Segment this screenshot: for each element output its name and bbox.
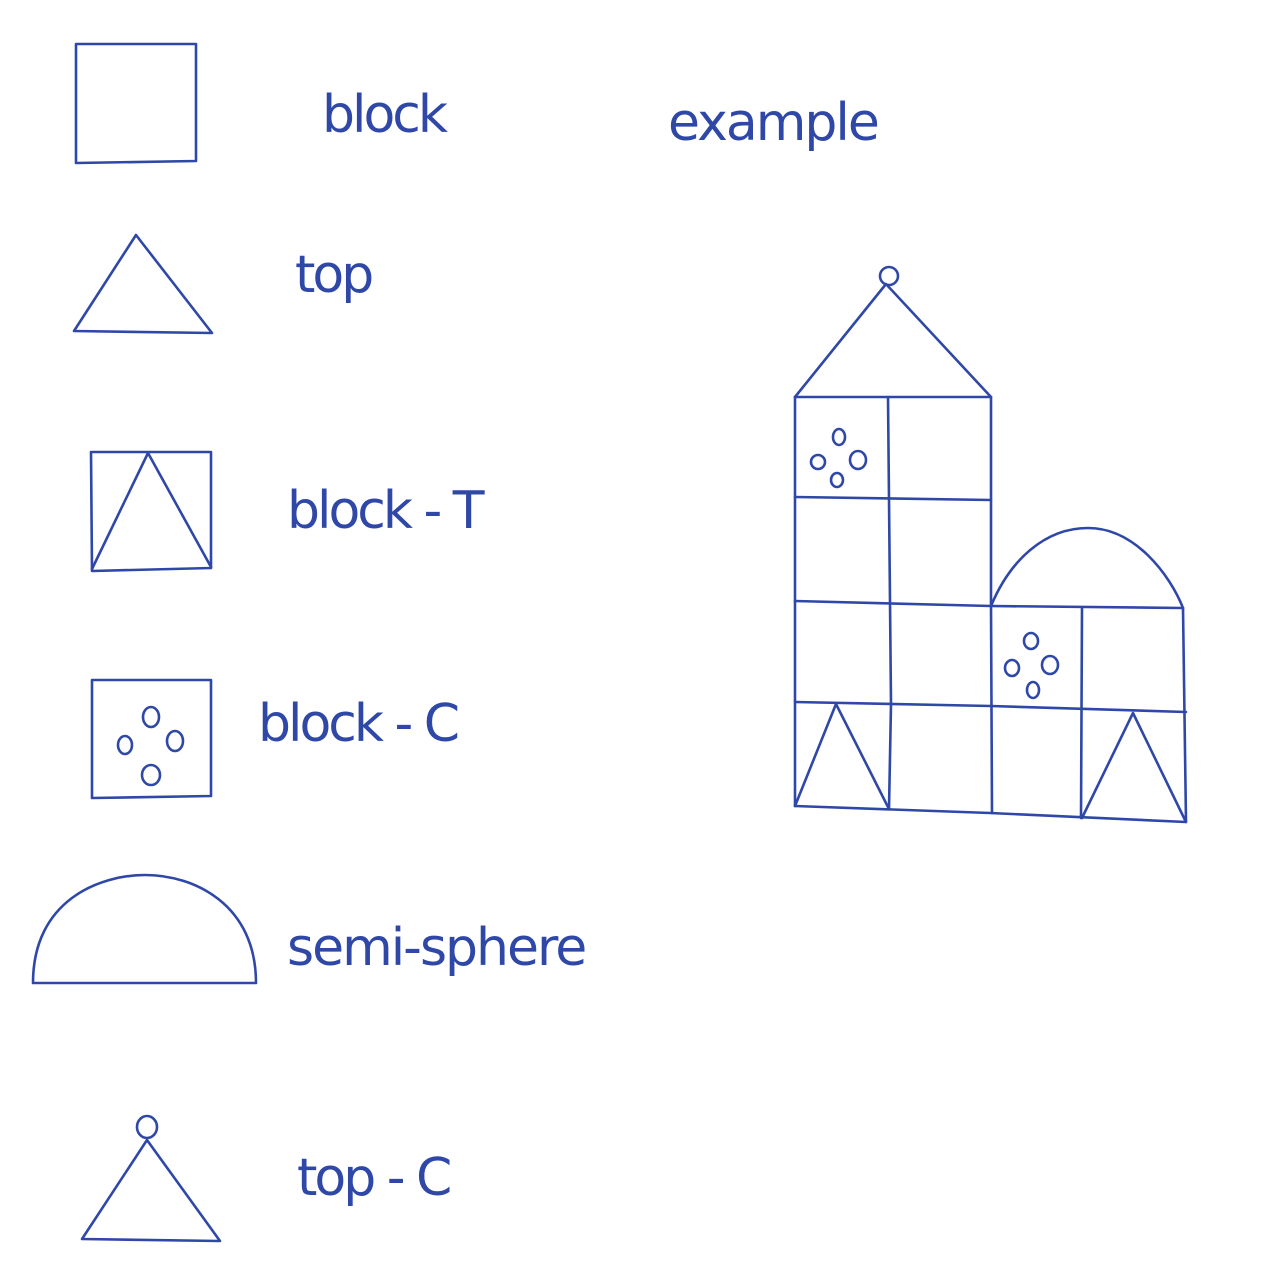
legend-item-block-t: block - T bbox=[89, 450, 488, 573]
top-c-circle bbox=[135, 1114, 159, 1140]
circle-icon bbox=[1022, 631, 1040, 651]
circle-icon bbox=[165, 729, 185, 753]
circle-icon bbox=[809, 453, 827, 471]
label-top: top bbox=[295, 245, 372, 305]
tower-roof bbox=[793, 282, 993, 399]
semi-sphere-shape bbox=[31, 873, 258, 985]
apex-circle bbox=[878, 265, 900, 287]
tower-outline bbox=[793, 395, 993, 608]
tower-row-2 bbox=[793, 599, 993, 608]
circle-icon bbox=[141, 705, 161, 729]
bottom-left-triangle bbox=[793, 702, 891, 811]
legend-item-block: block bbox=[74, 42, 451, 165]
wing-right-wall bbox=[1181, 606, 1188, 824]
legend-item-block-c: block - C bbox=[90, 678, 461, 800]
wing-inner-line bbox=[1079, 606, 1084, 820]
block-c-circles bbox=[116, 705, 185, 787]
wing-cell-circles bbox=[1003, 631, 1060, 700]
top-c-triangle bbox=[80, 1138, 222, 1243]
label-semi-sphere: semi-sphere bbox=[287, 918, 585, 978]
block-t-square bbox=[89, 450, 213, 573]
label-block: block bbox=[322, 85, 448, 145]
legend-item-semi-sphere: semi-sphere bbox=[31, 873, 587, 985]
label-top-c: top - C bbox=[297, 1148, 450, 1208]
label-example: example bbox=[668, 93, 878, 153]
block-shape bbox=[74, 42, 198, 165]
top-shape bbox=[72, 233, 214, 335]
circle-icon bbox=[848, 449, 868, 471]
circle-icon bbox=[1003, 658, 1021, 678]
tower-row-1 bbox=[793, 495, 993, 502]
bottom-row-line bbox=[793, 700, 1188, 714]
circle-icon bbox=[116, 734, 134, 756]
building-base bbox=[793, 804, 1188, 824]
circle-icon bbox=[1040, 654, 1060, 676]
block-c-square bbox=[90, 678, 213, 800]
bottom-right-triangle bbox=[1080, 711, 1187, 822]
circle-icon bbox=[831, 427, 847, 447]
legend-item-top-c: top - C bbox=[80, 1114, 453, 1243]
tower-cell-circles bbox=[809, 427, 868, 489]
building-left-divider bbox=[989, 604, 994, 815]
example-building bbox=[793, 265, 1188, 824]
wing-dome bbox=[989, 526, 1185, 610]
block-t-triangle bbox=[90, 451, 213, 571]
circle-icon bbox=[829, 471, 845, 489]
label-block-c: block - C bbox=[258, 694, 458, 754]
wing-top bbox=[989, 604, 1185, 610]
circle-icon bbox=[1025, 680, 1041, 700]
label-block-t: block - T bbox=[287, 481, 485, 541]
legend-item-top: top bbox=[72, 233, 375, 335]
circle-icon bbox=[140, 763, 162, 787]
